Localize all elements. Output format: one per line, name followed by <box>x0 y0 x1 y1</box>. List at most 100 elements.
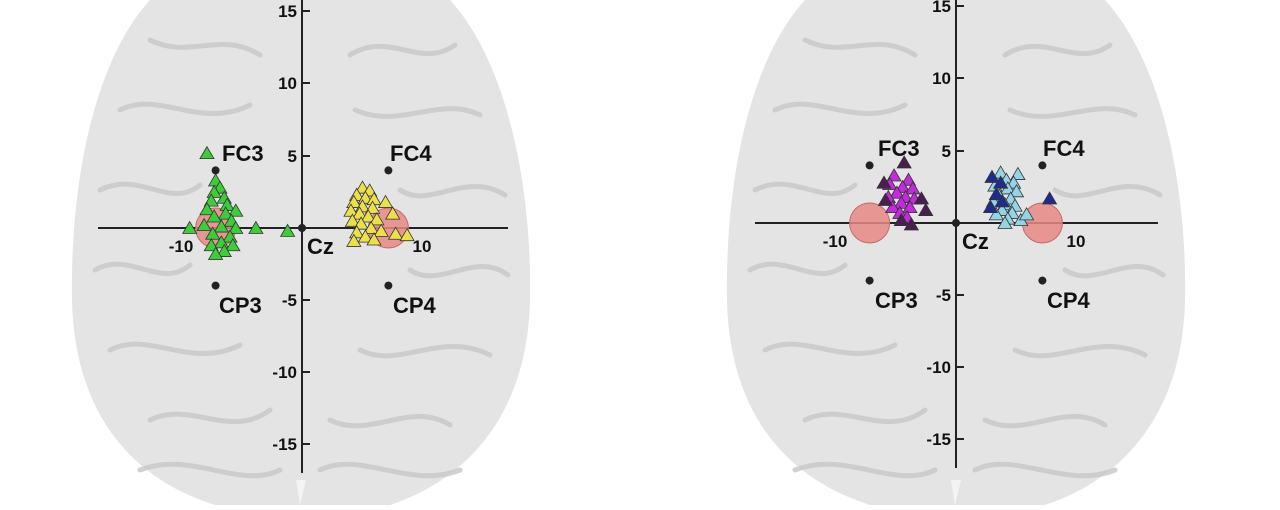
y-tick-label: 15 <box>278 2 297 21</box>
stimulation-marker <box>369 212 385 226</box>
fc3-label: FC3 <box>222 141 264 166</box>
stimulation-marker <box>900 172 917 186</box>
stimulation-marker <box>181 220 198 234</box>
cz-electrode <box>952 219 960 227</box>
stimulation-marker <box>207 246 224 260</box>
y-axis <box>301 0 310 473</box>
stimulation-marker <box>228 220 244 234</box>
stimulation-marker <box>896 155 912 169</box>
fc4-electrode <box>384 166 393 175</box>
stimulation-marker <box>399 227 415 242</box>
stimulation-marker <box>364 200 381 214</box>
cp3-label: CP3 <box>875 288 918 313</box>
stimulation-marker <box>357 229 374 243</box>
electrode-labels: FC3 FC4 CP3 CP4 Cz <box>875 136 1091 313</box>
y-axis <box>955 0 964 468</box>
stimulation-marker <box>997 215 1013 229</box>
stimulation-marker <box>903 217 920 231</box>
tick-labels: -10 10 15 10 5 -5 -10 -15 <box>169 2 432 454</box>
stimulation-marker <box>984 169 1000 183</box>
target-circle <box>1021 202 1063 244</box>
brain-illustration <box>71 0 531 505</box>
stimulation-marker <box>206 209 222 223</box>
cz-electrode <box>298 224 306 232</box>
stimulation-marker <box>363 220 379 234</box>
y-tick-label: -10 <box>926 358 951 377</box>
right-panel: -10 10 15 10 5 -5 -10 -15 FC3 FC4 CP3 CP… <box>726 0 1186 505</box>
y-tick-label: -15 <box>926 430 951 449</box>
target-circle <box>849 202 891 244</box>
stimulation-marker <box>344 213 361 227</box>
cp3-electrode <box>211 281 220 290</box>
stimulation-marker <box>886 168 902 182</box>
y-tick-label: 15 <box>932 0 951 16</box>
stimulation-marker <box>385 206 401 220</box>
y-tick-label: 10 <box>932 69 951 88</box>
stimulation-marker <box>216 243 232 257</box>
stimulation-marker <box>877 192 894 206</box>
stimulation-marker <box>205 226 221 240</box>
target-circles <box>849 202 1063 244</box>
x-tick-label: -10 <box>169 237 194 256</box>
stimulation-marker <box>1041 191 1058 205</box>
fc3-electrode <box>865 161 874 170</box>
cp4-label: CP4 <box>393 293 437 318</box>
cp4-label: CP4 <box>1047 288 1091 313</box>
cz-label: Cz <box>962 229 989 254</box>
stimulation-marker <box>225 237 241 252</box>
stimulation-points <box>876 155 1058 231</box>
y-tick-label: -15 <box>272 435 297 454</box>
stimulation-marker <box>199 201 215 216</box>
electrodes <box>211 166 393 290</box>
stimulation-marker <box>988 186 1005 201</box>
stimulation-marker <box>213 219 230 233</box>
stimulation-marker <box>884 199 901 214</box>
y-tick-label: 10 <box>278 74 297 93</box>
fc4-label: FC4 <box>390 141 432 166</box>
stimulation-marker <box>1010 166 1026 180</box>
cp3-label: CP3 <box>219 293 262 318</box>
stimulation-marker <box>889 185 905 199</box>
electrode-labels: FC3 FC4 CP3 CP4 Cz <box>219 141 437 318</box>
x-tick-label: 10 <box>413 237 432 256</box>
stimulation-marker <box>1008 184 1025 198</box>
fc4-electrode <box>1038 161 1047 170</box>
y-tick-label: -5 <box>936 286 951 305</box>
stimulation-marker <box>373 223 389 237</box>
stimulation-marker <box>387 226 404 240</box>
left-panel: -10 10 15 10 5 -5 -10 -15 FC3 FC4 CP3 CP… <box>71 0 531 505</box>
stimulation-marker <box>353 216 369 230</box>
tick-labels: -10 10 15 10 5 -5 -10 -15 <box>823 0 1086 449</box>
stimulation-marker <box>982 199 999 214</box>
fc4-label: FC4 <box>1043 136 1085 161</box>
stimulation-marker <box>366 232 382 246</box>
stimulation-marker <box>203 193 219 207</box>
cp4-electrode <box>384 281 393 290</box>
stimulation-marker <box>279 223 296 237</box>
stimulation-marker <box>199 145 215 160</box>
y-tick-label: -5 <box>282 291 297 310</box>
fc3-electrode <box>211 166 220 175</box>
x-tick-label: 10 <box>1067 232 1086 251</box>
stimulation-marker <box>346 233 362 247</box>
stimulation-marker <box>1018 207 1035 221</box>
stimulation-marker <box>918 202 934 216</box>
stimulation-marker <box>913 191 930 205</box>
cp3-electrode <box>865 276 874 285</box>
stimulation-marker <box>360 209 376 223</box>
stimulation-marker <box>228 203 244 217</box>
y-tick-label: -10 <box>272 363 297 382</box>
electrodes <box>865 161 1047 285</box>
stimulation-marker <box>203 237 219 252</box>
stimulation-marker <box>994 194 1010 208</box>
stimulation-marker <box>377 194 394 208</box>
stimulation-points <box>181 145 415 260</box>
cz-label: Cz <box>307 234 334 259</box>
stimulation-marker <box>988 207 1005 221</box>
y-tick-label: 5 <box>288 147 297 166</box>
stimulation-marker <box>902 199 918 214</box>
cp4-electrode <box>1038 276 1047 285</box>
stimulation-marker <box>217 206 234 220</box>
stimulation-marker <box>876 175 892 189</box>
